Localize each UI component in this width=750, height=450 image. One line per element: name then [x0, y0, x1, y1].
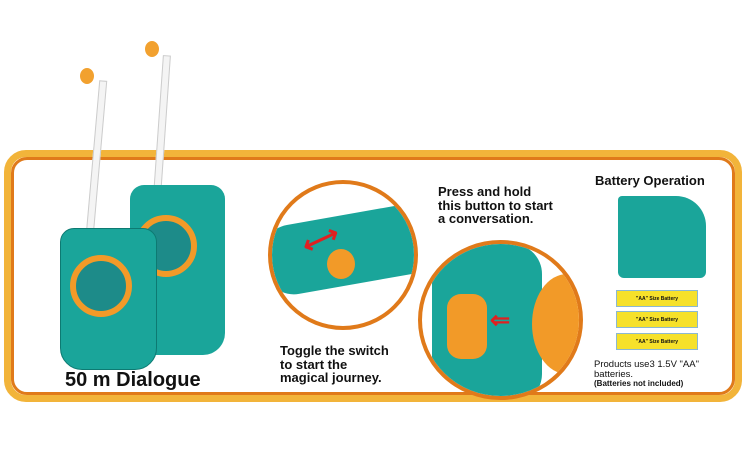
left-arrow-icon: ⇐: [490, 307, 511, 334]
outer-frame: [4, 150, 742, 402]
battery-cell: "AA" Size Battery: [616, 333, 698, 350]
dialogue-caption: 50 m Dialogue: [65, 369, 201, 391]
antenna-tip: [80, 68, 94, 84]
walkie-dial: [70, 255, 132, 317]
caption-line: Press and hold: [438, 184, 532, 199]
battery-note-line: batteries.: [594, 368, 634, 380]
battery-note: Products use3 1.5V "AA" batteries. (Batt…: [594, 360, 699, 388]
caption-line: Toggle the switch: [280, 343, 389, 358]
caption-line: this button to start: [438, 197, 553, 213]
caption-line: a conversation.: [438, 211, 534, 227]
battery-title: Battery Operation: [595, 173, 705, 188]
battery-note-line: Products use3 1.5V "AA": [594, 359, 699, 370]
inner-frame: [11, 157, 735, 395]
toggle-switch-closeup: ⟷: [268, 180, 418, 330]
battery-compartment: [618, 196, 706, 278]
battery-cell: "AA" Size Battery: [616, 311, 698, 328]
antenna-tip: [145, 41, 159, 57]
talk-button-closeup: ⇐: [418, 240, 583, 400]
talk-button: [447, 294, 487, 359]
batteries-not-included-note: (Batteries not included): [594, 378, 684, 388]
caption-line: to start the: [280, 356, 348, 372]
press-caption: Press and hold this button to start a co…: [438, 185, 553, 226]
toggle-caption: Toggle the switch to start the magical j…: [280, 344, 389, 385]
toggle-switch-knob: [327, 249, 355, 279]
battery-cell: "AA" Size Battery: [616, 290, 698, 307]
caption-line: magical journey.: [280, 370, 382, 386]
